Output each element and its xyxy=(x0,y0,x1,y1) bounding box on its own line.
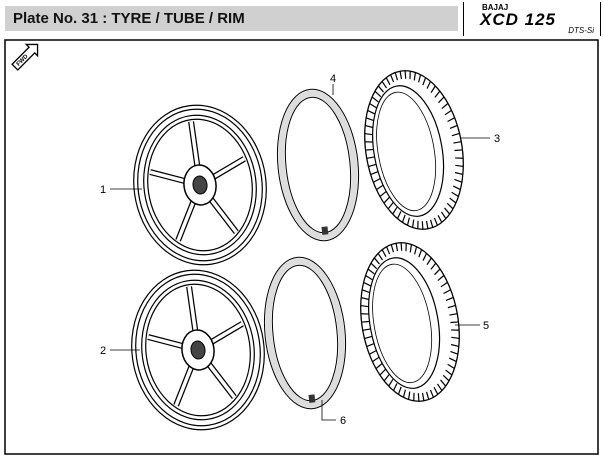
tube-rear xyxy=(263,256,347,410)
callout-1: 1 xyxy=(100,184,106,196)
tube-front xyxy=(276,88,360,242)
rim-front xyxy=(133,104,267,266)
diagram-frame xyxy=(4,39,599,455)
model-text: XCD 125 xyxy=(480,10,556,29)
valve-icon xyxy=(308,394,316,403)
tyre-front xyxy=(364,70,464,230)
brand-text: BAJAJ xyxy=(482,3,509,12)
plate-header: Plate No. 31 : TYRE / TUBE / RIM xyxy=(5,6,458,31)
callout-2: 2 xyxy=(100,345,106,357)
plate-title: Plate No. 31 : TYRE / TUBE / RIM xyxy=(13,10,245,27)
fwd-arrow-icon: FWD xyxy=(11,43,39,71)
variant-text: DTS-Si xyxy=(568,26,594,35)
callout-6: 6 xyxy=(340,415,346,427)
model-logo: BAJAJ XCD 125 DTS-Si xyxy=(463,2,601,36)
callout-4: 4 xyxy=(330,73,336,85)
tyre-rear xyxy=(360,242,460,402)
valve-icon xyxy=(321,226,329,235)
rim-rear xyxy=(131,269,265,431)
callout-5: 5 xyxy=(483,320,489,332)
callout-3: 3 xyxy=(494,133,500,145)
